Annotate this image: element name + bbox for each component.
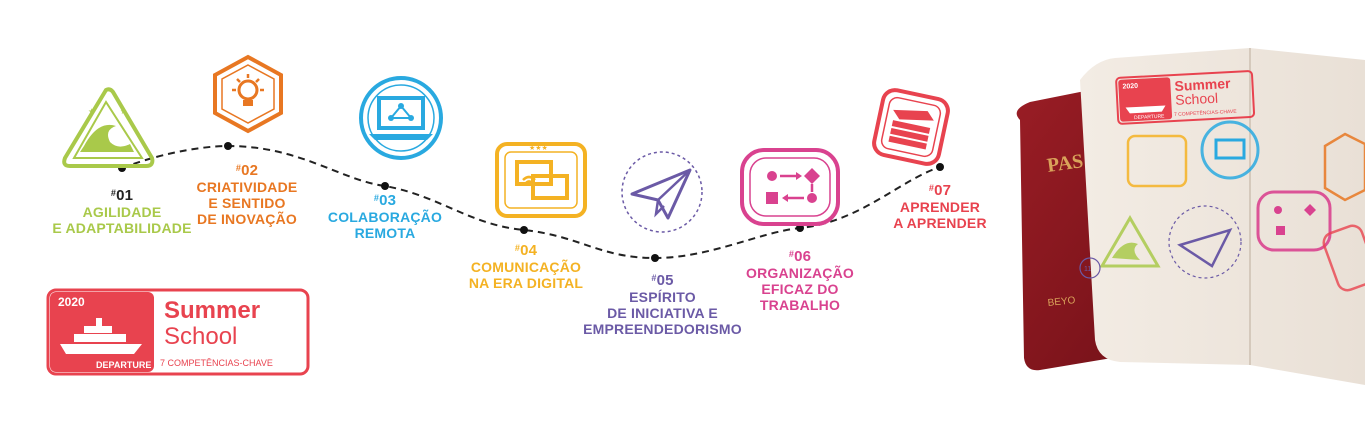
stage-05: #05 ESPÍRITO DE INICIATIVA E EMPREENDEDO…	[575, 270, 750, 338]
passport-bottom-text: BEYO	[1047, 295, 1076, 309]
summer-school-badge: 2020 DEPARTURE Summer School 7 COMPETÊNC…	[46, 288, 310, 376]
passport-plane-stamp	[1168, 205, 1242, 279]
stage-07-number: #07	[928, 182, 952, 199]
svg-text:★★★: ★★★	[529, 144, 548, 152]
passport-badge-departure: DEPARTURE	[1134, 113, 1165, 121]
paper-plane-icon	[621, 151, 703, 233]
stage-06-number: #06	[788, 248, 812, 265]
passport-badge-year: 2020	[1122, 83, 1138, 91]
passport-wifi-stamp	[1126, 134, 1188, 188]
stage-04-label: COMUNICAÇÃO NA ERA DIGITAL	[468, 259, 584, 291]
workflow-icon	[740, 148, 840, 226]
path-dot-03	[381, 182, 389, 190]
stage-03-num-text: 03	[379, 192, 397, 209]
path-dot-02	[224, 142, 232, 150]
badge-title-2: School	[164, 323, 237, 350]
path-dot-05	[651, 254, 659, 262]
path-dot-04	[520, 226, 528, 234]
stage-05-label: ESPÍRITO DE INICIATIVA E EMPREENDEDORISM…	[583, 289, 742, 337]
stage-02-label: CRIATIVIDADE E SENTIDO DE INOVAÇÃO	[196, 179, 298, 227]
stage-01-number: #01	[110, 187, 134, 204]
books-icon	[872, 88, 950, 166]
stage-02-num-text: 02	[241, 162, 259, 179]
stage-07-num-text: 07	[934, 182, 952, 199]
stage-06-num-text: 06	[794, 248, 812, 265]
passport-bulb-stamp	[1323, 132, 1365, 202]
passport-badge-title1: Summer	[1174, 75, 1231, 94]
svg-text:★: ★	[120, 107, 127, 116]
path-dot-07	[936, 163, 944, 171]
stage-03: #03 COLABORAÇÃO REMOTA	[320, 190, 450, 242]
passport-illustration: PAS BEYO 2020 DEPARTURE Summer School 7 …	[1016, 48, 1365, 385]
stage-03-number: #03	[373, 192, 397, 209]
stage-04: #04 COMUNICAÇÃO NA ERA DIGITAL	[456, 240, 596, 292]
passport-summer-badge: 2020 DEPARTURE Summer School 7 COMPETÊNC…	[1115, 70, 1256, 125]
passport-stamp-number: 11	[1084, 266, 1091, 273]
stage-03-label: COLABORAÇÃO REMOTA	[327, 209, 443, 241]
passport-pages	[1080, 48, 1365, 385]
passport-workflow-stamp	[1256, 190, 1332, 252]
stage-07-label: APRENDER A APRENDER	[893, 199, 987, 231]
stage-07: #07 APRENDER A APRENDER	[880, 180, 1000, 232]
stage-01-label: AGILIDADE E ADAPTABILIDADE	[52, 204, 192, 236]
passport-badge-title2: School	[1175, 90, 1219, 108]
laptop-network-icon	[359, 76, 443, 160]
stage-05-number: #05	[651, 272, 674, 289]
badge-year: 2020	[58, 295, 85, 309]
svg-text:★: ★	[88, 107, 95, 116]
passport-badge-subtitle: 7 COMPETÊNCIAS-CHAVE	[1174, 107, 1238, 118]
stage-02-number: #02	[235, 162, 259, 179]
stage-02: #02 CRIATIVIDADE E SENTIDO DE INOVAÇÃO	[182, 160, 312, 228]
stage-04-num-text: 04	[520, 242, 538, 259]
stage-05-num-text: 05	[656, 272, 674, 289]
badge-departure: DEPARTURE	[96, 360, 151, 370]
lightbulb-icon	[213, 54, 283, 134]
ship-icon	[60, 318, 142, 354]
passport-cover-text: PAS	[1046, 150, 1085, 177]
stage-01-num-text: 01	[116, 187, 134, 204]
wifi-screen-icon: ★★★	[495, 142, 587, 218]
passport-laptop-stamp	[1200, 120, 1260, 180]
badge-subtitle: 7 COMPETÊNCIAS-CHAVE	[160, 358, 273, 368]
stage-06-label: ORGANIZAÇÃO EFICAZ DO TRABALHO	[746, 265, 854, 313]
stage-01: #01 AGILIDADE E ADAPTABILIDADE	[52, 185, 192, 237]
badge-title-1: Summer	[164, 297, 260, 324]
stage-06: #06 ORGANIZAÇÃO EFICAZ DO TRABALHO	[735, 246, 865, 314]
stage-04-number: #04	[514, 242, 538, 259]
wave-triangle-icon: ★ ★	[62, 87, 155, 168]
